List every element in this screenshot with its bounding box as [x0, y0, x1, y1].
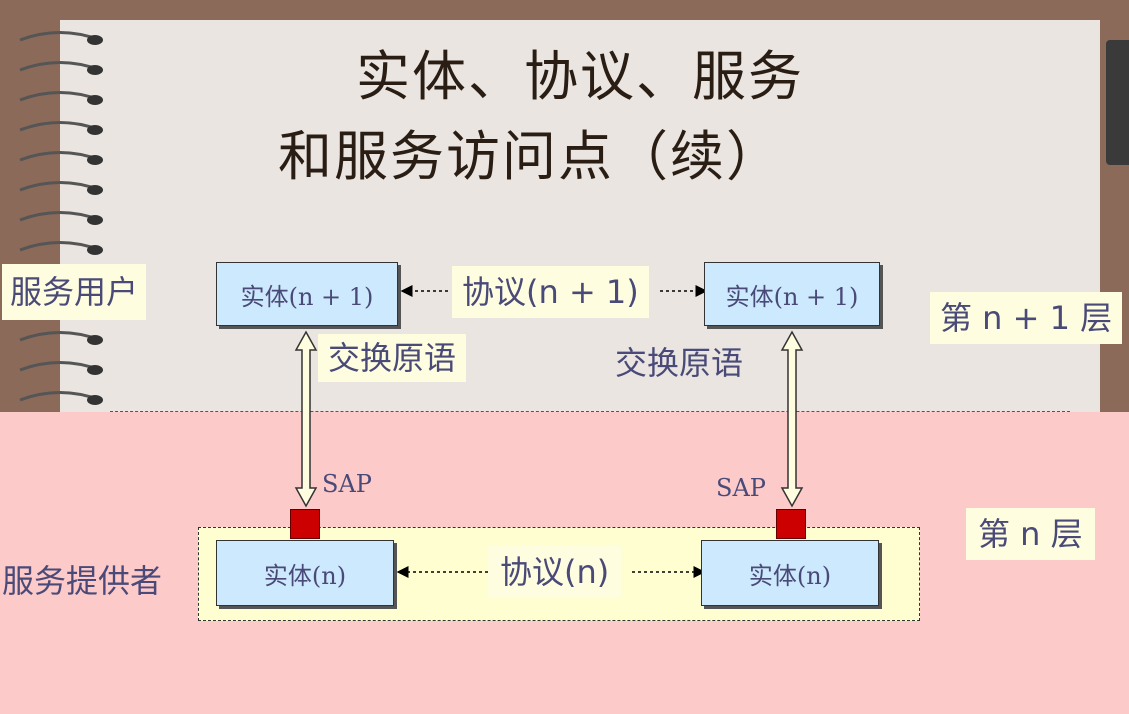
protocol-n-label: 协议(n) [488, 546, 622, 598]
entity-n-left: 实体(n) [216, 540, 394, 606]
layer-n1-label: 第 n + 1 层 [930, 292, 1123, 344]
protocol-n1-label: 协议(n + 1) [452, 266, 649, 318]
entity-n1-right: 实体(n + 1) [704, 262, 880, 326]
primitive-left-label: 交换原语 [318, 334, 467, 382]
layer-n-label: 第 n 层 [966, 508, 1095, 560]
sap-left-square [290, 509, 320, 539]
service-provider-label: 服务提供者 [2, 562, 163, 600]
layer-divider [110, 411, 1070, 412]
service-user-label: 服务用户 [2, 264, 147, 320]
entity-n-right: 实体(n) [701, 540, 879, 606]
notebook-paper [60, 20, 1100, 412]
sap-left-label: SAP [322, 470, 372, 498]
sap-right-label: SAP [716, 474, 766, 502]
page-title: 实体、协议、服务 [356, 45, 804, 108]
sap-right-square [776, 509, 806, 539]
primitive-arrow-left [294, 330, 318, 508]
entity-n1-left: 实体(n + 1) [216, 262, 398, 326]
side-tab [1106, 40, 1129, 165]
primitive-arrow-right [780, 330, 804, 508]
primitive-right-label: 交换原语 [615, 344, 744, 382]
page-subtitle: 和服务访问点（续） [278, 125, 782, 188]
